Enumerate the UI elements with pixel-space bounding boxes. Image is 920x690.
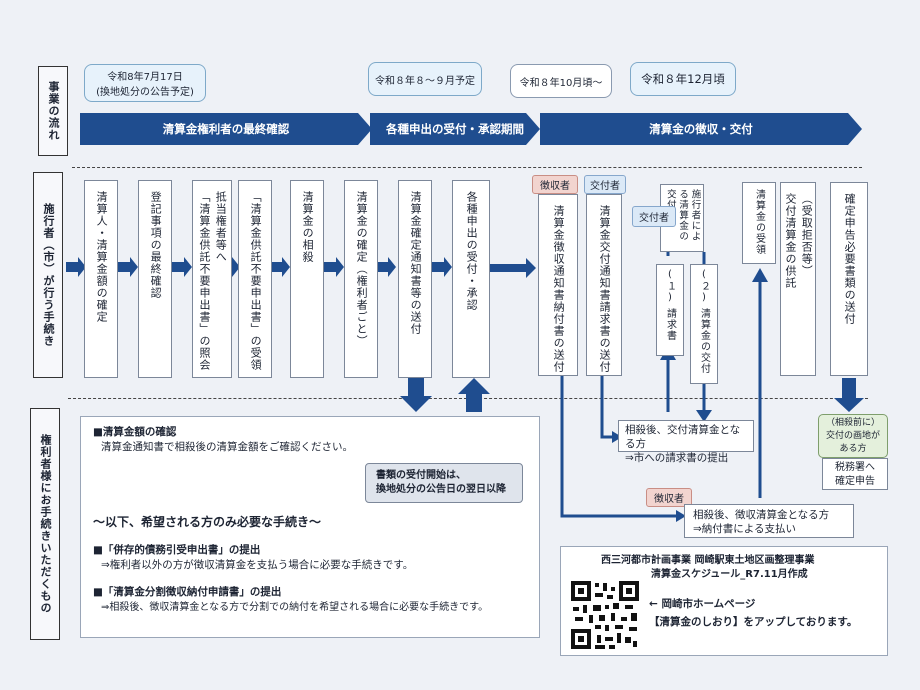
tag-collector-2: 徴収者 [646,488,692,507]
footer-schedule-title: 清算金スケジュール_R7.11月作成 [651,569,808,580]
text-amount-check: 清算金通知書で相殺後の清算金額をご確認ください。 [101,441,353,453]
step-registry-check: 登記事項の最終確認 [138,180,172,378]
step-send-grant-notice: 清算金交付通知書請求書の送付 [586,194,622,376]
footer-guide-note: 【清算金のしおり】をアップしております。 [649,616,858,628]
note-collect: 相殺後、徴収清算金となる方 ⇒納付書による支払い [684,504,854,538]
tag-grantee: 交付者 [584,175,626,194]
step-send-tax-docs: 確定申告必要書類の送付 [830,182,868,376]
heading-debt-assumption: ■「併存的債務引受申出書」の提出 [93,544,261,556]
offset-tag: （相殺前に） 交付の画地が ある方 [818,414,888,458]
collector-line [560,376,676,518]
optional-divider: ～以下、希望される方のみ必要な手続き～ [93,515,322,529]
heading-amount-check: ■清算金額の確認 [93,426,177,438]
step-send-notice: 清算金確定通知書等の送付 [398,180,432,378]
box-request: (１) 請求書 [656,264,684,356]
date-bubble-2: 令和８年８～９月予定 [368,62,482,96]
row-label-business-flow: 事業の流れ [38,66,68,156]
grantee-line [600,376,614,439]
step-send-collection-notice: 清算金徴収通知書納付書の送付 [538,194,578,376]
notice-box: 書類の受付開始は、 換地処分の公告日の翌日以降 [365,463,523,503]
up-arrow-application [458,378,490,412]
phase-band-final-check: 清算金権利者の最終確認 [80,113,372,145]
divider-top [72,167,862,168]
step-deposit-grant: 交付清算金の供託 （受取拒否等） [780,182,816,376]
step-deposit-inquiry: 「清算金供託不要申出書」の照会 抵当権者等へ [192,180,232,378]
step-accept-applications: 各種申出の受付・承認 [452,180,490,378]
row-label-city-procedures: 施行者（市）が行う手続き [33,172,63,378]
phase-band-applications: 各種申出の受付・承認期間 [370,113,540,145]
note-grant: 相殺後、交付清算金となる方 ⇒市への請求書の提出 [618,420,754,464]
step-deposit-receipt: 「清算金供託不要申出書」の受領 [238,180,272,378]
step-settle-amount: 清算人・清算金額の確定 [84,180,118,378]
step-arrows [66,257,536,278]
footer-project-name: 西三河都市計画事業 岡崎駅東土地区画整理事業 [601,555,815,566]
qr-code-icon [569,579,641,651]
phase-band-collection: 清算金の徴収・交付 [540,113,862,145]
date-bubble-4: 令和８年12月頃 [630,62,736,96]
text-installment: ⇒相殺後、徴収清算金となる方で分割での納付を希望される場合に必要な手続きです。 [101,602,489,613]
holder-info-panel: ■清算金額の確認 清算金通知書で相殺後の清算金額をご確認ください。 書類の受付開… [80,416,540,638]
footer-info-box: 西三河都市計画事業 岡崎駅東土地区画整理事業 清算金スケジュール_R7.11月作… [560,546,888,656]
tag-grantee-2: 交付者 [632,206,676,227]
heading-installment: ■「清算金分割徴収納付申請書」の提出 [93,586,282,598]
down-arrow-tax [834,378,864,412]
text-debt-assumption: ⇒権利者以外の方が徴収清算金を支払う場合に必要な手続きです。 [101,559,414,571]
step-receive: 清算金の受領 [742,182,776,264]
note-tax: 税務署へ 確定申告 [822,458,888,490]
date-bubble-3: 令和８年10月頃～ [510,64,612,98]
tag-collector: 徴収者 [532,175,578,194]
step-amount-fixed: 清算金の確定（権利者ごと） [344,180,378,378]
footer-homepage-link[interactable]: ← 岡崎市ホームページ [649,598,756,610]
step-offset: 清算金の相殺 [290,180,324,378]
row-label-holder-procedures: 権利者様にお手続きいただくもの [30,408,60,640]
down-arrow-notice [400,378,432,412]
date-bubble-1: 令和8年7月17日 (換地処分の公告予定) [84,64,206,102]
box-grant: (２) 清算金の交付 [690,264,718,384]
